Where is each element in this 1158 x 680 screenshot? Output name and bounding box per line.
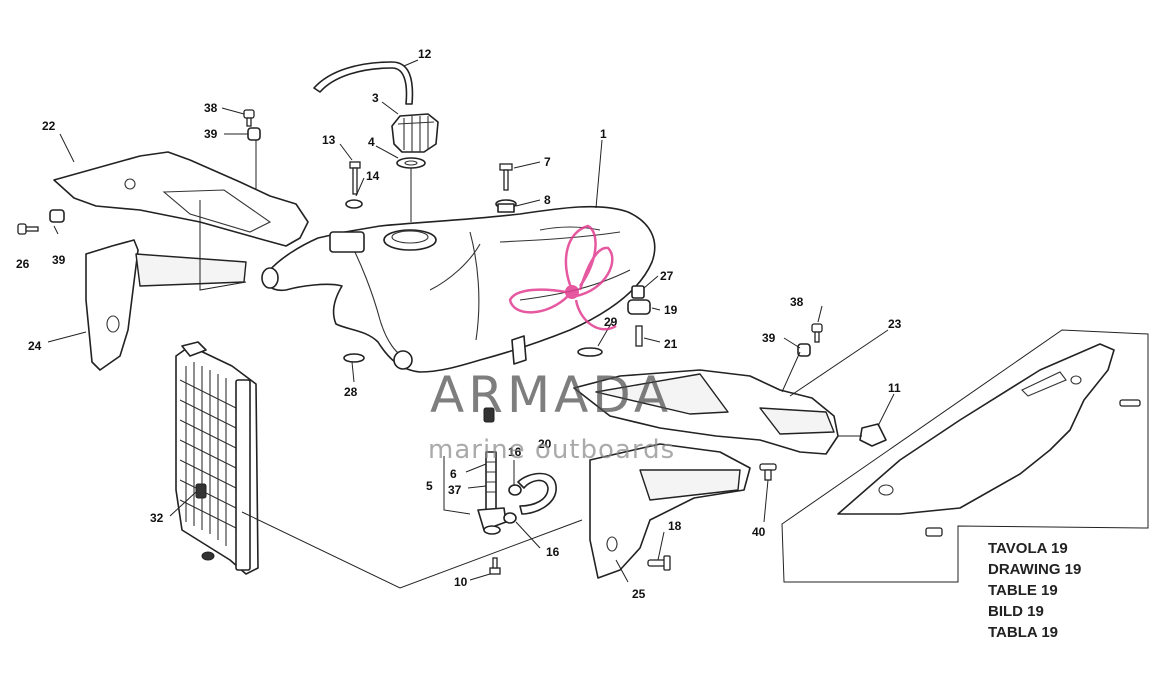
callout-26: 26 (16, 257, 30, 271)
breather-hose (313, 61, 414, 222)
callout-3: 3 (372, 91, 379, 105)
bolt-10 (489, 557, 501, 575)
screw-18 (647, 555, 671, 571)
callout-25: 25 (632, 587, 646, 601)
drawing-caption: TAVOLA 19 DRAWING 19 TABLE 19 BILD 19 TA… (988, 538, 1081, 643)
propeller-icon (508, 224, 617, 331)
callout-38-left: 38 (204, 101, 218, 115)
fuel-cap (391, 113, 439, 153)
left-shroud (53, 151, 309, 247)
callout-6: 6 (450, 467, 457, 481)
callout-5: 5 (426, 479, 433, 493)
callout-24: 24 (28, 339, 42, 353)
bushing-8 (495, 199, 517, 213)
callout-38-right: 38 (790, 295, 804, 309)
clip-11 (859, 423, 887, 447)
callout-21: 21 (664, 337, 678, 351)
callout-4: 4 (368, 135, 375, 149)
washer-14 (345, 199, 363, 209)
caption-line-en2: TABLE 19 (988, 582, 1058, 599)
caption-line-en1: DRAWING 19 (988, 561, 1082, 578)
watermark-brand: ARMADA (430, 366, 672, 424)
spacer-27 (631, 285, 645, 299)
callout-39-far-left: 39 (52, 253, 66, 267)
callout-16-bottom: 16 (546, 545, 560, 559)
callout-40: 40 (752, 525, 766, 539)
callout-numbers: 12 3 4 13 14 28 1 7 8 27 19 29 21 22 24 … (16, 47, 902, 601)
callout-11: 11 (888, 381, 901, 395)
caption-line-de: BILD 19 (988, 603, 1044, 620)
bushing-39-left (247, 127, 261, 141)
callout-39-right: 39 (762, 331, 776, 345)
callout-16-top: 16 (508, 445, 522, 459)
washer-28 (343, 353, 365, 363)
callout-37: 37 (448, 483, 462, 497)
radiator (175, 341, 259, 575)
right-lower-cover (589, 443, 751, 579)
callout-10: 10 (454, 575, 468, 589)
hose-clamp-16 (503, 484, 522, 524)
watermark-tagline: marine outboards (428, 435, 675, 465)
callout-27: 27 (660, 269, 674, 283)
leader-lines (47, 59, 895, 589)
callout-20: 20 (538, 437, 552, 451)
watermark-logo: ARMADA marine outboards (428, 224, 675, 465)
washer-29 (577, 347, 603, 357)
cap-seal (396, 157, 426, 169)
bushing-39-far-left (49, 209, 65, 223)
fuel-tank (261, 205, 656, 373)
left-lower-cover (85, 239, 247, 371)
grommet-19 (627, 299, 651, 315)
callout-14: 14 (366, 169, 380, 183)
caption-line-it: TAVOLA 19 (988, 540, 1068, 557)
callout-13: 13 (322, 133, 336, 147)
callout-18: 18 (668, 519, 682, 533)
callout-28: 28 (344, 385, 358, 399)
screw-38-left (243, 109, 255, 127)
fuel-tap (477, 451, 507, 535)
screw-40 (759, 463, 777, 481)
callout-23: 23 (888, 317, 902, 331)
callout-12: 12 (418, 47, 432, 61)
side-panel-inset (781, 329, 1149, 583)
callout-8: 8 (544, 193, 551, 207)
callout-39-left: 39 (204, 127, 218, 141)
tap-bolt (483, 407, 495, 423)
callout-7: 7 (544, 155, 551, 169)
screw-38-right (811, 323, 823, 343)
callout-22: 22 (42, 119, 56, 133)
callout-19: 19 (664, 303, 678, 317)
bolt-7 (499, 163, 513, 191)
bolt-13 (349, 161, 361, 195)
bushing-39-right (797, 343, 811, 357)
caption-line-es: TABLA 19 (988, 624, 1059, 641)
bolt-21 (635, 325, 643, 347)
screw-26 (17, 223, 39, 235)
callout-1: 1 (600, 127, 607, 141)
callout-29: 29 (604, 315, 618, 329)
callout-32: 32 (150, 511, 164, 525)
fuel-line-20 (517, 472, 557, 515)
